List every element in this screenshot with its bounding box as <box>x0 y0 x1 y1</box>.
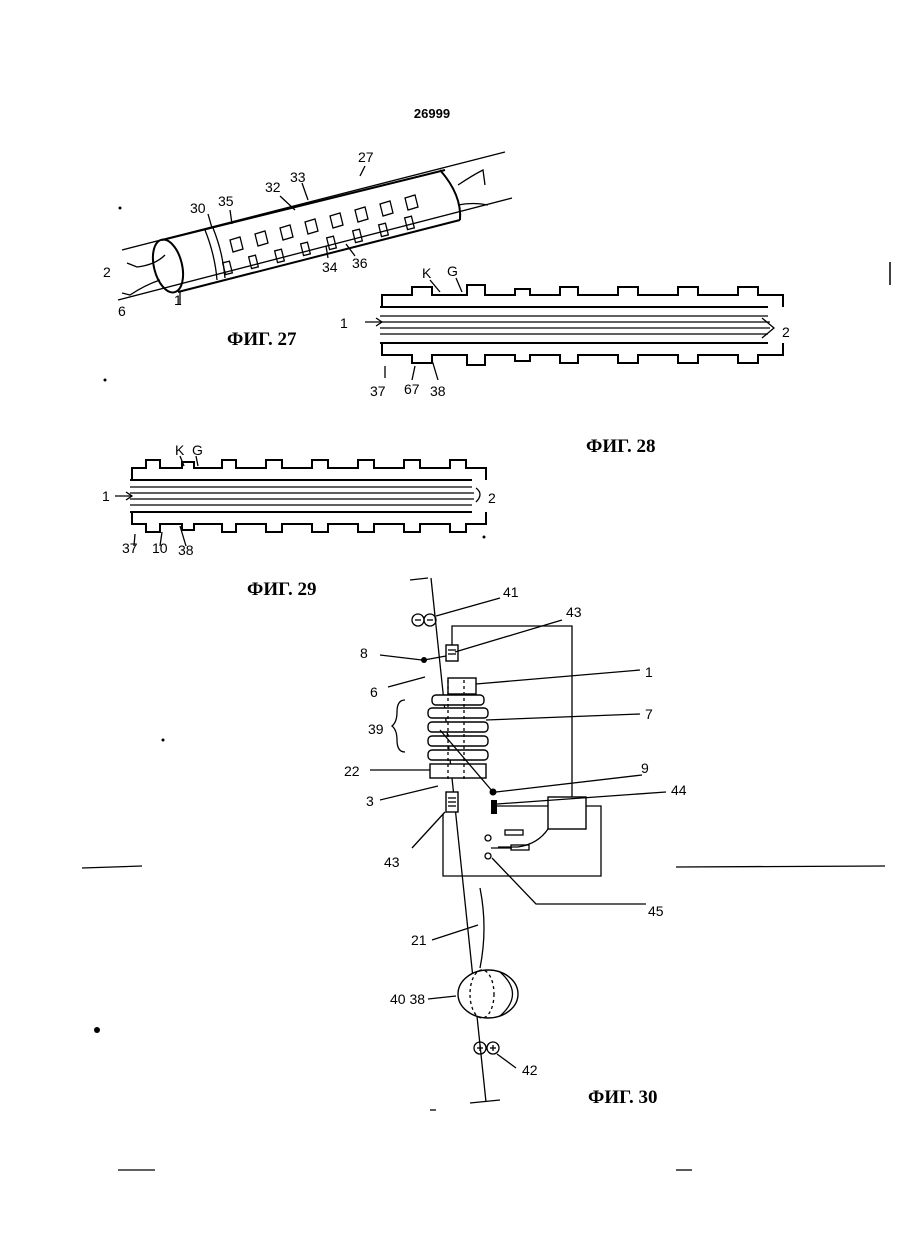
fig27-slots-lower <box>223 216 415 274</box>
fig27-caption: ФИГ. 27 <box>227 329 297 350</box>
fig27-label-34: 34 <box>322 259 338 275</box>
fig30-label-9: 9 <box>641 760 649 776</box>
fig30-label-40-38: 40 38 <box>390 991 425 1007</box>
figure-27-drawing <box>118 152 512 304</box>
fig27-label-2: 2 <box>103 264 111 280</box>
fig27-label-33: 33 <box>290 169 306 185</box>
fig29-label-10: 10 <box>152 540 168 556</box>
fig29-caption: ФИГ. 29 <box>247 579 317 600</box>
fig28-label-G: G <box>447 263 458 279</box>
fig27-label-35: 35 <box>218 193 234 209</box>
fig30-label-43-upper: 43 <box>566 604 582 620</box>
fig28-label-1: 1 <box>340 315 348 331</box>
fig30-caption: ФИГ. 30 <box>588 1087 658 1108</box>
fig29-label-38: 38 <box>178 542 194 558</box>
fig27-slots-upper <box>230 195 418 252</box>
fig30-label-39: 39 <box>368 721 384 737</box>
scan-marks <box>94 207 890 1171</box>
fig30-label-6: 6 <box>370 684 378 700</box>
fig30-label-8: 8 <box>360 645 368 661</box>
fig30-label-3: 3 <box>366 793 374 809</box>
fig27-label-1: 1 <box>174 292 182 308</box>
fig28-label-2: 2 <box>782 324 790 340</box>
figure-28-labels: K G 1 2 37 67 38 <box>340 263 790 399</box>
fig29-label-1: 1 <box>102 488 110 504</box>
fig27-label-6: 6 <box>118 303 126 319</box>
fig28-label-67: 67 <box>404 381 420 397</box>
fig27-label-27: 27 <box>358 149 374 165</box>
fig29-label-37: 37 <box>122 540 138 556</box>
fig28-label-K: K <box>422 265 432 281</box>
fig27-label-32: 32 <box>265 179 281 195</box>
figure-29-labels: K G 1 2 37 10 38 <box>102 442 496 558</box>
fig28-label-38: 38 <box>430 383 446 399</box>
fig29-label-2: 2 <box>488 490 496 506</box>
fig30-label-1: 1 <box>645 664 653 680</box>
fig30-label-44: 44 <box>671 782 687 798</box>
fig30-label-22: 22 <box>344 763 360 779</box>
fig29-label-K: K <box>175 442 185 458</box>
fig30-label-45: 45 <box>648 903 664 919</box>
fig28-label-37: 37 <box>370 383 386 399</box>
fig30-label-7: 7 <box>645 706 653 722</box>
figure-30-drawing <box>82 578 885 1103</box>
fig28-caption: ФИГ. 28 <box>586 436 656 457</box>
fig30-label-21: 21 <box>411 932 427 948</box>
page-number: 26999 <box>414 106 450 121</box>
fig30-label-42: 42 <box>522 1062 538 1078</box>
fig27-label-36: 36 <box>352 255 368 271</box>
fig27-label-30: 30 <box>190 200 206 216</box>
fig30-label-43-lower: 43 <box>384 854 400 870</box>
fig29-label-G: G <box>192 442 203 458</box>
fig30-label-41: 41 <box>503 584 519 600</box>
figure-28-drawing <box>365 278 783 380</box>
figure-29-drawing <box>115 456 486 546</box>
